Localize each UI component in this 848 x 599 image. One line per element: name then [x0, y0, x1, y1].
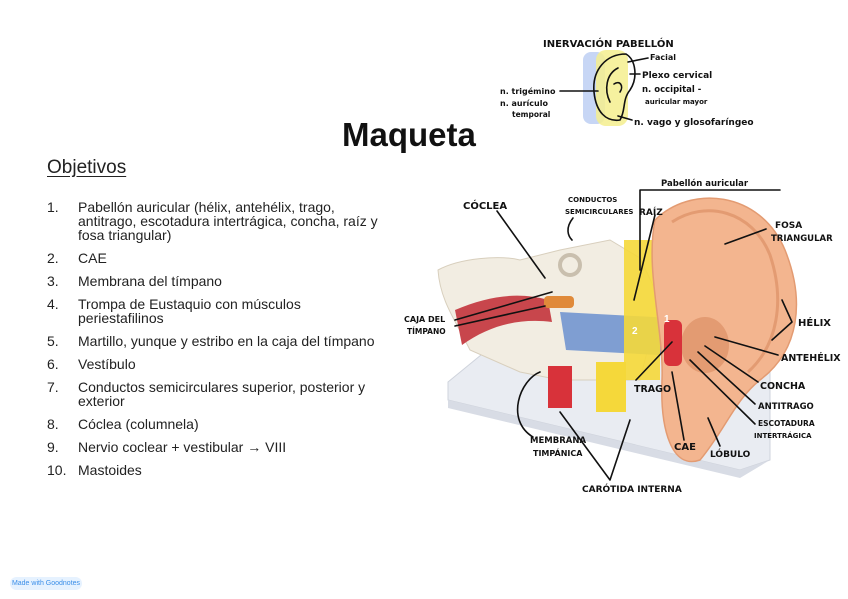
item-number: 10. — [47, 462, 67, 478]
label-escotadura-1: ESCOTADURA — [758, 419, 815, 428]
item-text: Mastoides — [78, 462, 142, 478]
list-item: 2. CAE — [47, 251, 382, 265]
label-conductos-2: SEMICIRCULARES — [565, 208, 633, 216]
model-tragus-red — [664, 320, 682, 366]
item-text: Membrana del tímpano — [78, 273, 222, 289]
item-number: 7. — [47, 379, 59, 395]
sketch-auriculo: n. aurículo — [500, 99, 548, 108]
objectives-heading: Objetivos — [47, 157, 127, 178]
item-number: 4. — [47, 296, 59, 312]
annotation-line — [516, 371, 541, 438]
label-membrana-1: MEMBRANA — [530, 436, 586, 446]
item-number: 9. — [47, 439, 59, 455]
label-conductos-1: CONDUCTOS — [568, 196, 617, 204]
annotation-line — [635, 341, 673, 381]
model-ossicle — [558, 253, 582, 277]
label-caja-2: TÍMPANO — [407, 327, 446, 336]
label-escotadura-2: INTERTRÁGICA — [754, 431, 812, 440]
sketch-ear-outline — [593, 53, 636, 121]
item-text: Pabellón auricular (hélix, antehélix, tr… — [78, 199, 378, 243]
list-item: 8. Cóclea (columnela) — [47, 417, 382, 431]
sketch-yellow-zone — [596, 50, 628, 126]
label-antehelix: ANTEHÉLIX — [781, 352, 841, 364]
item-number: 2. — [47, 250, 59, 266]
list-item: 6. Vestíbulo — [47, 357, 382, 371]
item-number: 3. — [47, 273, 59, 289]
label-lobulo: LÓBULO — [710, 448, 751, 460]
label-fosa-1: FOSA — [775, 221, 802, 231]
list-item: 1. Pabellón auricular (hélix, antehélix, … — [47, 200, 382, 242]
objectives-list: 1. Pabellón auricular (hélix, antehélix, … — [47, 200, 382, 486]
annotation-line — [633, 214, 656, 301]
annotation-line — [724, 228, 767, 245]
item-number: 5. — [47, 333, 59, 349]
item-text: Trompa de Eustaquio con músculos periest… — [78, 296, 301, 326]
annotation-line — [707, 417, 721, 447]
annotation-line — [454, 291, 553, 327]
sketch-heading: INERVACIÓN PABELLÓN — [543, 37, 674, 50]
annotation-line — [559, 411, 631, 481]
label-caja-1: CAJA DEL — [404, 315, 445, 324]
model-helix-rim — [671, 209, 780, 374]
model-red-vessel — [548, 366, 572, 408]
page-title: Maqueta — [342, 116, 476, 153]
item-text: Martillo, yunque y estribo en la caja de… — [78, 333, 375, 349]
item-text: Cóclea (columnela) — [78, 416, 199, 432]
sketch-line — [617, 115, 633, 121]
item-text: Nervio coclear + vestibular → VIII — [78, 439, 287, 455]
sketch-ear-concha — [613, 81, 623, 93]
model-concha — [681, 317, 729, 373]
label-concha: CONCHA — [760, 381, 806, 392]
label-coclea: CÓCLEA — [463, 199, 507, 212]
sketch-facial: Facial — [650, 53, 676, 62]
model-mark-1: 1 — [664, 314, 670, 325]
sketch-vago: n. vago y glosofaríngeo — [634, 118, 754, 128]
sketch-occipital: n. occipital - — [642, 85, 702, 95]
item-number: 1. — [47, 199, 59, 215]
sketch-ear-inner — [605, 67, 619, 103]
sketch-line — [627, 57, 649, 63]
model-mark-2: 2 — [632, 326, 638, 337]
model-malleus — [544, 296, 574, 308]
sketch-temporal: temporal — [512, 110, 550, 119]
list-item: 10. Mastoides — [47, 463, 382, 477]
label-pabellon: Pabellón auricular — [661, 178, 749, 189]
list-item: 7. Conductos semicirculares superior, pos… — [47, 380, 382, 408]
annotation-line — [771, 299, 793, 341]
annotation-line — [697, 351, 756, 405]
annotation-line — [567, 217, 574, 241]
sketch-trigemino: n. trigémino — [500, 86, 556, 96]
label-carotida: CARÓTIDA INTERNA — [582, 483, 682, 495]
sketch-plexo: Plexo cervical — [642, 71, 712, 81]
annotation-line — [714, 336, 779, 356]
ear-model-figure: 1 2 CÓCLEA CONDUCTOS SEMICIRCULARES RAÍZ… — [404, 178, 841, 495]
label-raiz: RAÍZ — [639, 206, 663, 218]
annotation-line — [704, 345, 759, 383]
item-text: Vestíbulo — [78, 356, 136, 372]
model-eustachian-muscle — [455, 295, 552, 345]
innervation-sketch: INERVACIÓN PABELLÓN Facial Plexo cervica… — [500, 37, 754, 128]
item-text: Conductos semicirculares superior, poste… — [78, 379, 366, 409]
annotation-line — [639, 189, 781, 271]
label-trago: TRAGO — [634, 384, 671, 395]
item-text: CAE — [78, 250, 107, 266]
label-fosa-2: TRIANGULAR — [771, 234, 833, 244]
item-number: 8. — [47, 416, 59, 432]
label-antitrago: ANTITRAGO — [758, 402, 814, 412]
label-cae: CAE — [674, 442, 696, 453]
goodnotes-badge: Made with Goodnotes — [10, 577, 82, 590]
list-item: 3. Membrana del tímpano — [47, 274, 382, 288]
model-yellow-layer — [596, 362, 626, 412]
sketch-auricular-mayor: auricular mayor — [645, 98, 708, 106]
list-item: 4. Trompa de Eustaquio con músculos perie… — [47, 297, 382, 325]
annotation-line — [689, 359, 756, 425]
label-helix: HÉLIX — [798, 316, 831, 329]
list-item: 5. Martillo, yunque y estribo en la caja … — [47, 334, 382, 348]
item-number: 6. — [47, 356, 59, 372]
list-item: 9. Nervio coclear + vestibular → VIII — [47, 440, 382, 454]
annotation-line — [671, 371, 685, 441]
label-membrana-2: TIMPÁNICA — [533, 447, 583, 458]
annotation-line — [496, 210, 546, 279]
